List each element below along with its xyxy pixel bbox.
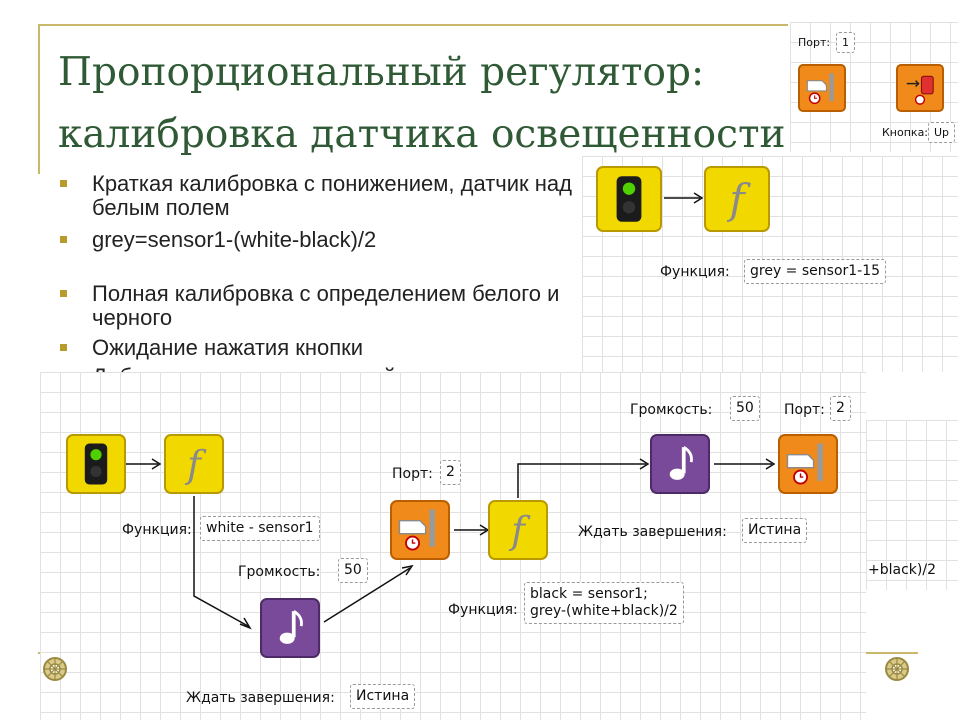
start-block[interactable] xyxy=(596,166,662,232)
svg-text:f: f xyxy=(184,442,207,486)
wait1-label: Ждать завершения: xyxy=(186,690,335,706)
black-function-label: Функция: xyxy=(448,602,518,618)
slide-frame-left xyxy=(38,24,40,174)
bullet-marker-icon xyxy=(60,344,67,351)
function-f-icon: f xyxy=(184,442,207,486)
bullet-item: Полная калибровка с определением белого … xyxy=(58,282,588,330)
port-label: Порт: xyxy=(798,36,831,49)
light-sensor-block[interactable] xyxy=(778,434,838,494)
port1-label: Порт: xyxy=(392,466,433,482)
function-f-icon: f xyxy=(726,175,751,223)
bullet-item: Краткая калибровка с понижением, датчик … xyxy=(58,172,588,220)
volume1-label: Громкость: xyxy=(238,564,321,580)
light-sensor-timer-icon xyxy=(806,73,834,105)
black-function-block[interactable]: f xyxy=(488,500,548,560)
white-function-block[interactable]: f xyxy=(164,434,224,494)
port1-value[interactable]: 2 xyxy=(440,460,461,485)
calibration-program-panel: f Функция: white - sensor1 Громкость: 50… xyxy=(40,372,866,720)
bullet-text: Краткая калибровка с понижением, датчик … xyxy=(92,171,572,220)
top-right-program-panel: Порт: 1 Кнопка: Up xyxy=(790,22,958,152)
button-press-icon xyxy=(906,75,934,105)
bullet-list: Краткая калибровка с понижением, датчик … xyxy=(58,172,588,389)
white-function-value[interactable]: white - sensor1 xyxy=(200,516,320,541)
port-value[interactable]: 1 xyxy=(836,32,855,53)
traffic-light-icon xyxy=(616,176,642,222)
volume1-value[interactable]: 50 xyxy=(338,558,368,583)
button-value[interactable]: Up xyxy=(928,122,956,143)
gear-icon xyxy=(885,657,909,681)
volume2-value[interactable]: 50 xyxy=(730,396,760,421)
volume2-label: Громкость: xyxy=(630,402,713,418)
wait1-value[interactable]: Истина xyxy=(350,684,416,709)
start-block[interactable] xyxy=(66,434,126,494)
slide-title: Пропорциональный регулятор: калибровка д… xyxy=(58,42,786,166)
sound-block[interactable] xyxy=(260,598,320,658)
bullet-text: Ожидание нажатия кнопки xyxy=(92,335,364,360)
flow-connectors xyxy=(124,458,776,630)
bullet-marker-icon xyxy=(60,180,67,187)
slide-frame-top xyxy=(38,24,788,26)
hidden-panel-fragment: +black)/2 xyxy=(866,420,958,590)
music-note-icon xyxy=(279,609,303,644)
white-function-label: Функция: xyxy=(122,522,192,538)
grey-function-panel: f Функция: grey = sensor1-15 xyxy=(582,156,958,372)
light-sensor-timer-icon xyxy=(398,509,435,551)
button-wait-block[interactable] xyxy=(896,64,944,112)
bullet-item: Ожидание нажатия кнопки xyxy=(58,336,588,360)
wait2-label: Ждать завершения: xyxy=(578,524,727,540)
music-note-icon xyxy=(669,445,693,480)
bullet-text: Полная калибровка с определением белого … xyxy=(92,281,560,330)
button-label: Кнопка: xyxy=(882,126,929,139)
function-block[interactable]: f xyxy=(704,166,770,232)
light-sensor-block[interactable] xyxy=(390,500,450,560)
gear-icon xyxy=(43,657,67,681)
black-function-value[interactable]: black = sensor1; grey-(white+black)/2 xyxy=(524,582,684,624)
svg-text:f: f xyxy=(726,175,751,223)
black-function-line-2: grey-(white+black)/2 xyxy=(530,603,678,619)
black-function-line-1: black = sensor1; xyxy=(530,586,648,602)
traffic-light-icon xyxy=(84,443,108,485)
function-value[interactable]: grey = sensor1-15 xyxy=(744,259,887,284)
port2-label: Порт: xyxy=(784,402,825,418)
wait2-value[interactable]: Истина xyxy=(742,518,808,543)
slide-title-line-1: Пропорциональный регулятор: xyxy=(58,50,705,95)
bullet-marker-icon xyxy=(60,236,67,243)
bullet-marker-icon xyxy=(60,290,67,297)
overflow-function-fragment: +black)/2 xyxy=(868,562,936,578)
light-sensor-timer-icon xyxy=(786,443,823,485)
svg-text:f: f xyxy=(508,508,531,552)
slide-title-line-2: калибровка датчика освещенности xyxy=(58,112,786,157)
port2-value[interactable]: 2 xyxy=(830,396,851,421)
function-f-icon: f xyxy=(508,508,531,552)
sound-block[interactable] xyxy=(650,434,710,494)
bullet-item: grey=sensor1-(white-black)/2 xyxy=(58,228,588,252)
function-label: Функция: xyxy=(660,264,730,280)
light-sensor-block[interactable] xyxy=(798,64,846,112)
flow-connector-arrow xyxy=(664,192,704,204)
bullet-text: grey=sensor1-(white-black)/2 xyxy=(92,227,377,252)
